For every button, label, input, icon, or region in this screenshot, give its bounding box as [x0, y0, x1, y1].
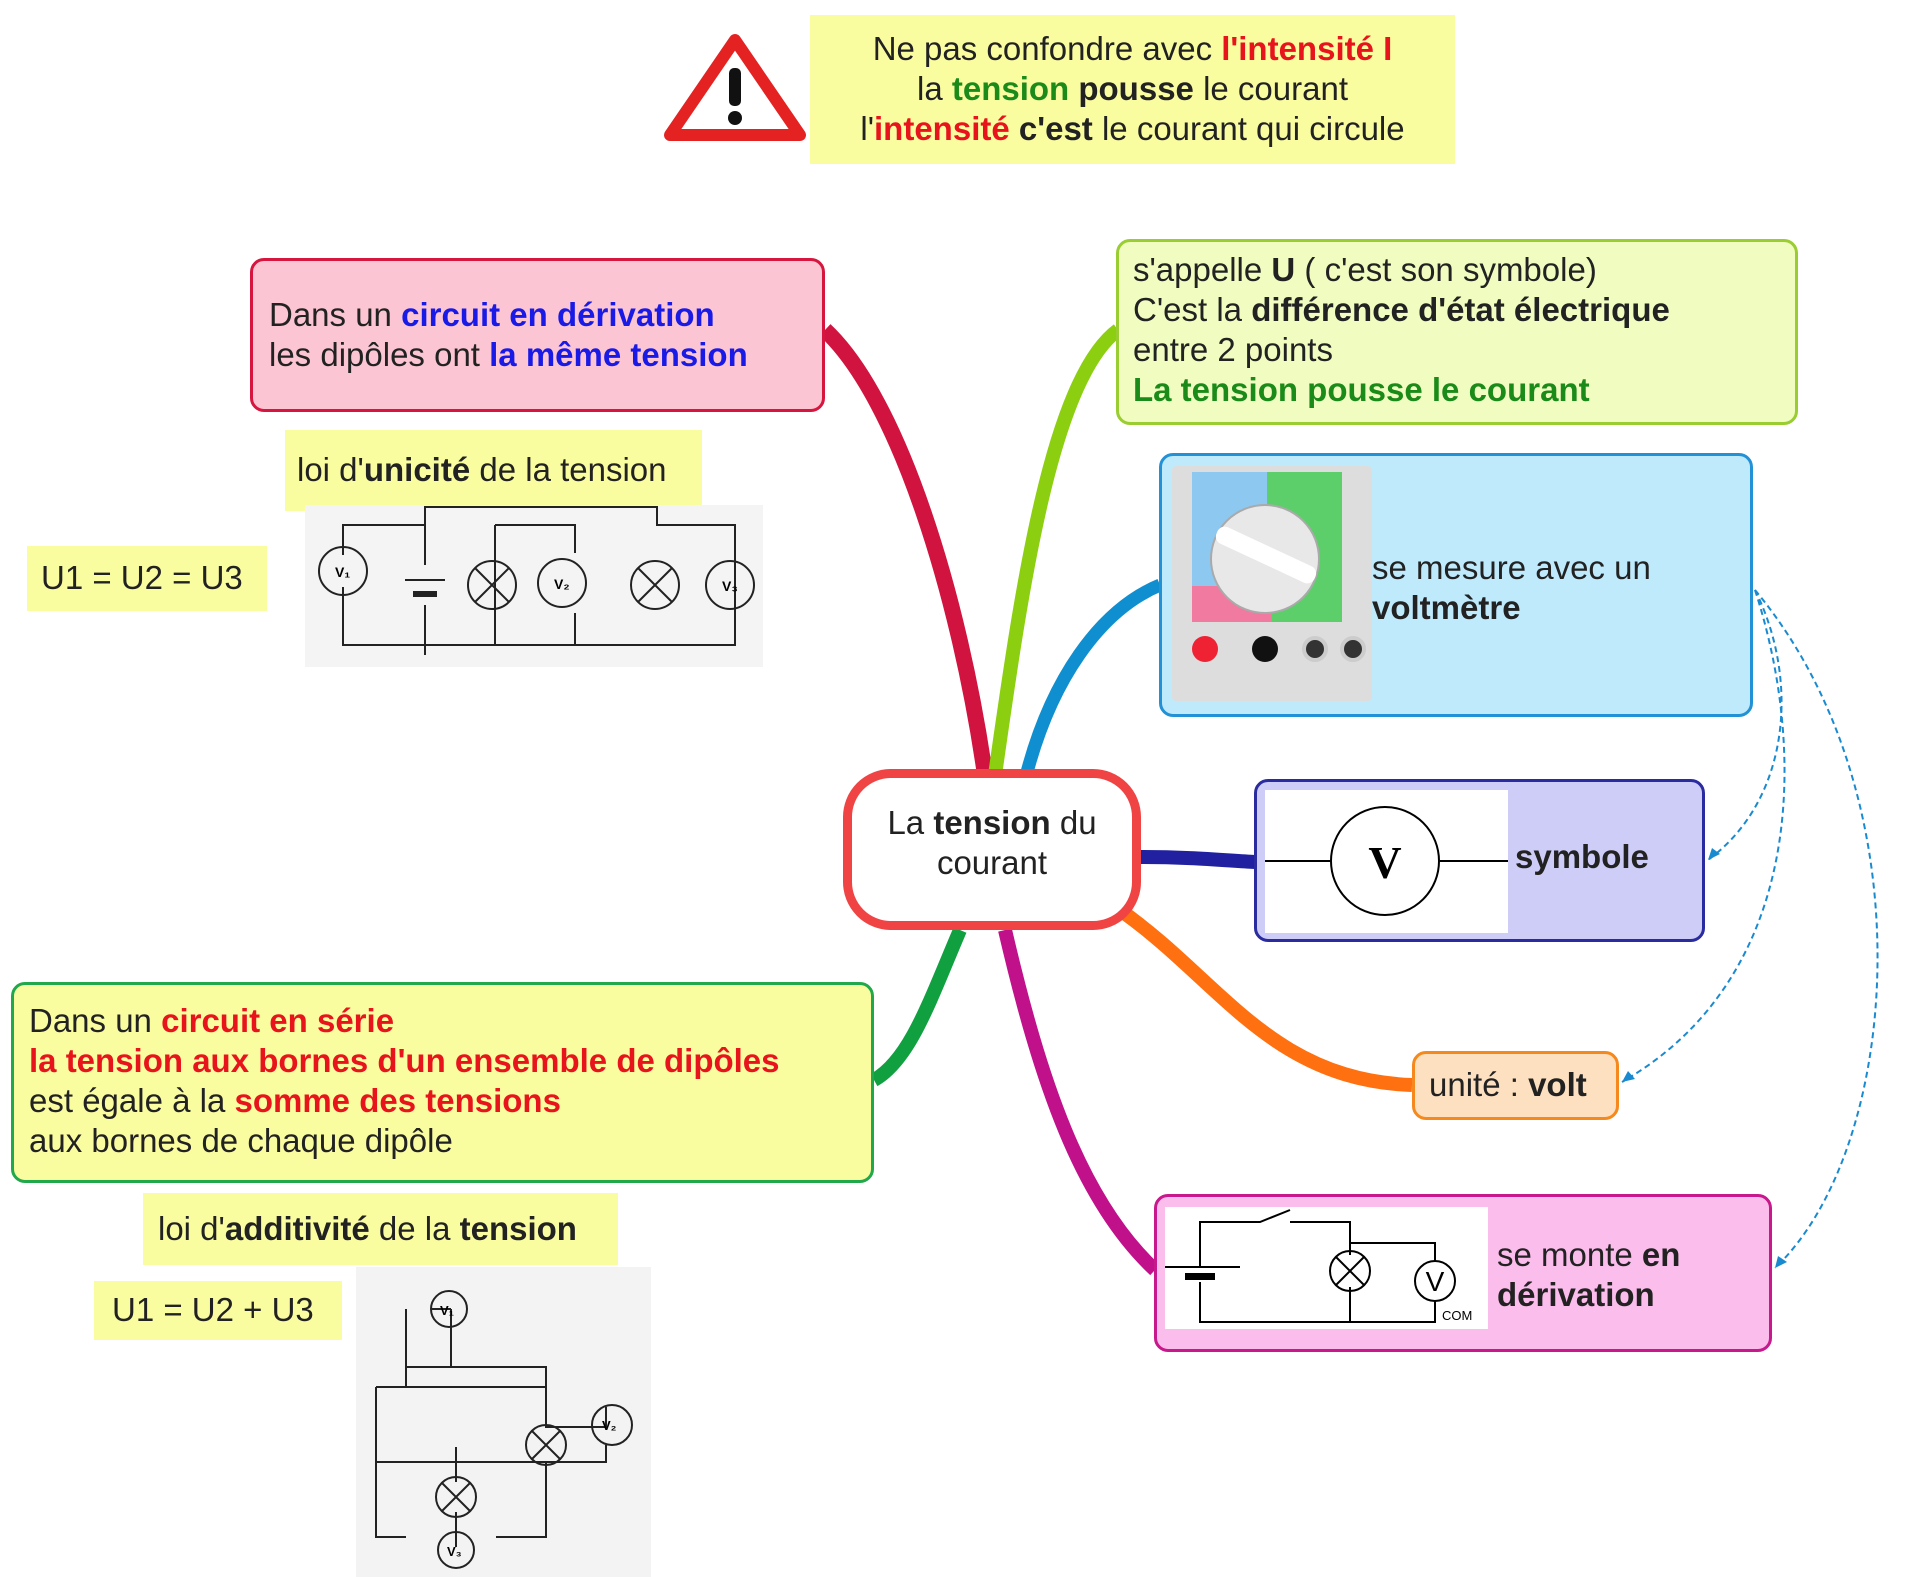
- mount-circuit-image: V COM: [1165, 1207, 1488, 1329]
- voltmeter-symbol-icon: V: [1265, 790, 1508, 933]
- formula-additivite: U1 = U2 + U3: [94, 1281, 342, 1340]
- svg-text:V₃: V₃: [447, 1544, 462, 1559]
- branch-mount: [998, 928, 1160, 1276]
- branch-definition: [988, 324, 1123, 776]
- svg-text:V: V: [1368, 837, 1401, 888]
- warning-icon: [664, 34, 806, 141]
- node-serie[interactable]: Dans un circuit en série la tension aux …: [11, 982, 874, 1183]
- parallel-circuit-image: V₁ V₂ V₃: [305, 505, 763, 667]
- branch-derivation: [819, 324, 993, 777]
- node-definition[interactable]: s'appelle U ( c'est son symbole) C'est l…: [1116, 239, 1798, 425]
- series-circuit-image: V₁ V₂ V₃: [356, 1267, 651, 1577]
- svg-text:V: V: [1426, 1266, 1445, 1297]
- node-derivation[interactable]: Dans un circuit en dérivation les dipôle…: [250, 258, 825, 412]
- law-additivite: loi d'additivité de la tension: [143, 1193, 618, 1265]
- svg-text:COM: COM: [1442, 1308, 1472, 1323]
- svg-text:V₃: V₃: [722, 578, 738, 594]
- node-unit[interactable]: unité : volt: [1412, 1051, 1619, 1120]
- law-unicite: loi d'unicité de la tension: [285, 430, 702, 511]
- branch-measure: [1018, 579, 1163, 782]
- branch-serie: [870, 927, 967, 1087]
- svg-text:V₂: V₂: [602, 1418, 617, 1433]
- central-topic[interactable]: La tension du courant: [843, 769, 1141, 930]
- formula-unicite: U1 = U2 = U3: [27, 546, 267, 611]
- svg-text:V₁: V₁: [440, 1303, 454, 1318]
- svg-text:V₂: V₂: [554, 576, 570, 592]
- warning-note: Ne pas confondre avec l'intensité I la t…: [810, 15, 1455, 164]
- node-symbol[interactable]: V symbole: [1254, 779, 1705, 942]
- svg-text:V₁: V₁: [335, 564, 350, 580]
- branch-unit: [1115, 904, 1413, 1092]
- branch-symbol: [1139, 850, 1256, 869]
- multimeter-image: [1172, 466, 1372, 701]
- relation-arrows: [1621, 589, 1879, 1269]
